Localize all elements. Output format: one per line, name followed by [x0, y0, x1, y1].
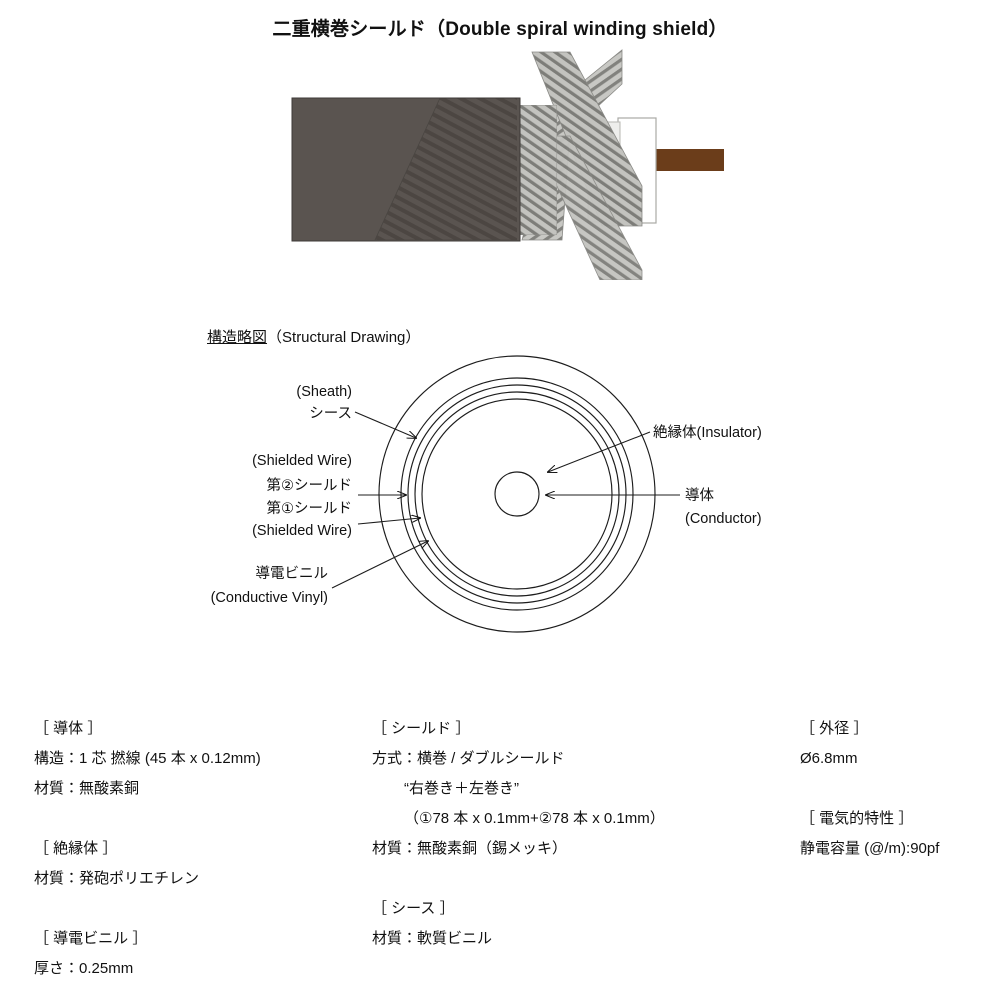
spec-detail-line: 構造：1 芯 撚線 (45 本 x 0.12mm) — [34, 750, 261, 767]
spec-section-heading: ［ 外径 ］ — [800, 720, 869, 737]
label-shield2-en: (Shielded Wire) — [252, 453, 352, 469]
spec-section-heading: ［ 絶縁体 ］ — [34, 840, 118, 857]
spec-section-heading: ［ 導電ビニル ］ — [34, 930, 148, 947]
label-shield1-jp: 第①シールド — [267, 500, 353, 517]
spec-detail-line: 静電容量 (@/m):90pf — [800, 840, 940, 857]
cable-cutaway-illustration — [270, 40, 750, 280]
ring-conductive-vinyl — [414, 391, 620, 597]
conductor-core — [652, 149, 724, 171]
spec-spacer — [372, 864, 792, 894]
spec-column-conductor: ［ 導体 ］ 構造：1 芯 撚線 (45 本 x 0.12mm) 材質：無酸素銅 ［ … — [34, 714, 364, 984]
structural-drawing-label-en: （Structural Drawing） — [267, 329, 421, 346]
spec-section-heading: ［ シールド ］ — [372, 720, 471, 737]
label-conductor-en: (Conductor) — [685, 511, 762, 527]
spec-detail-line: Ø6.8mm — [800, 750, 858, 767]
structural-drawing-label-jp: 構造略図 — [207, 329, 268, 346]
page-title: 二重横巻シールド（Double spiral winding shield） — [272, 19, 728, 40]
ring-conductor-core — [494, 471, 540, 517]
spec-detail-line: （①78 本 x 0.1mm+②78 本 x 0.1mm） — [404, 810, 665, 827]
spec-section-heading: ［ 導体 ］ — [34, 720, 103, 737]
spec-spacer — [34, 894, 364, 924]
spec-spacer — [34, 804, 364, 834]
leader-insulator — [548, 431, 651, 472]
concentric-rings — [378, 355, 656, 633]
ring-sheath-outer — [378, 355, 656, 633]
spec-column-outer-diameter: ［ 外径 ］ Ø6.8mm ［ 電気的特性 ］ 静電容量 (@/m):90pf — [800, 714, 995, 864]
spec-detail-line: “右巻き＋左巻き” — [404, 780, 519, 797]
ring-shield-1 — [407, 384, 627, 604]
label-shield1-en: (Shielded Wire) — [252, 523, 352, 539]
leader-vinyl — [331, 541, 428, 589]
leader-sheath — [354, 411, 416, 438]
spec-section-heading: ［ 電気的特性 ］ — [800, 810, 914, 827]
spec-spacer — [800, 774, 995, 804]
specifications: ［ 導体 ］ 構造：1 芯 撚線 (45 本 x 0.12mm) 材質：無酸素銅 ［ … — [0, 714, 1000, 1000]
structural-drawing-caption: 構造略図（Structural Drawing） — [207, 326, 420, 347]
cross-section-diagram: (Sheath) シース (Shielded Wire) 第②シールド 第①シー… — [180, 350, 840, 650]
spec-column-shield: ［ シールド ］ 方式：横巻 / ダブルシールド “右巻き＋左巻き” （①78 本 x… — [372, 714, 792, 954]
label-conductor-jp: 導体 — [685, 487, 714, 504]
leader-shield1 — [357, 518, 420, 525]
spec-detail-line: 厚さ：0.25mm — [34, 960, 134, 977]
spec-detail-line: 材質：発砲ポリエチレン — [34, 870, 200, 887]
spec-detail-line: 材質：無酸素銅 — [34, 780, 140, 797]
label-insulator: 絶縁体(Insulator) — [653, 424, 762, 441]
label-sheath-en: (Sheath) — [296, 384, 352, 400]
label-sheath-jp: シース — [309, 406, 352, 422]
spec-detail-line: 方式：横巻 / ダブルシールド — [372, 750, 565, 767]
spec-detail-line: 材質：軟質ビニル — [372, 930, 493, 947]
spec-detail-line: 材質：無酸素銅（錫メッキ） — [372, 840, 568, 857]
label-conductive-vinyl-en: (Conductive Vinyl) — [211, 590, 328, 606]
label-conductive-vinyl-jp: 導電ビニル — [256, 565, 329, 582]
ring-shield-2 — [400, 377, 634, 611]
ring-insulator — [421, 398, 613, 590]
label-shield2-jp: 第②シールド — [267, 477, 353, 494]
spec-section-heading: ［ シース ］ — [372, 900, 455, 917]
